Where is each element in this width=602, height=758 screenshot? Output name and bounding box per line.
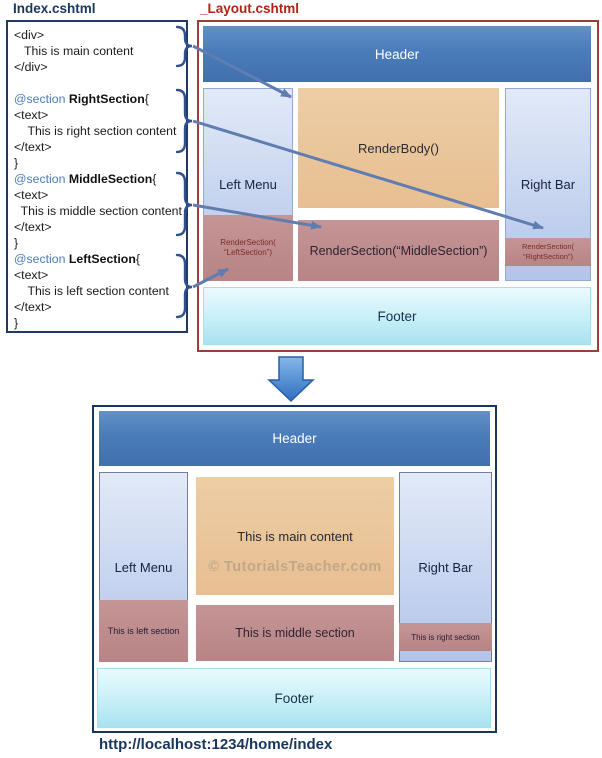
code-line-section-middle: @section MiddleSection{ xyxy=(14,171,186,187)
open-brace: { xyxy=(144,92,149,106)
result-footer-block: Footer xyxy=(97,668,491,728)
code-line: <text> xyxy=(14,188,49,202)
code-line: This is middle section content xyxy=(14,204,182,218)
code-line: This is main content xyxy=(14,44,134,58)
code-line: </div> xyxy=(14,60,48,74)
render-section-left-line2: “LeftSection”) xyxy=(223,248,273,257)
razor-keyword: @section xyxy=(14,172,69,186)
index-file-title: Index.cshtml xyxy=(13,1,96,16)
render-section-right-line2: “RightSection”) xyxy=(522,252,574,261)
layout-left-menu-block: Left Menu RenderSection( “LeftSection”) xyxy=(203,88,293,281)
razor-keyword: @section xyxy=(14,252,69,266)
code-line: } xyxy=(14,316,19,330)
result-right-bar-block: Right Bar This is right section xyxy=(399,472,492,662)
open-brace: { xyxy=(152,172,157,186)
right-bar-label: Right Bar xyxy=(520,177,576,192)
code-line-section-right: @section RightSection{ xyxy=(14,91,186,107)
layout-header-block: Header xyxy=(203,26,591,82)
watermark-text: © TutorialsTeacher.com xyxy=(208,559,382,575)
result-header-block: Header xyxy=(99,411,490,466)
down-arrow-icon xyxy=(267,356,315,403)
code-line: } xyxy=(14,156,19,170)
code-line xyxy=(14,75,186,91)
code-line: </text> xyxy=(14,300,52,314)
render-section-right-line1: RenderSection( xyxy=(521,242,575,252)
code-line: <div> xyxy=(14,28,45,42)
layout-structure-box: Header Left Menu RenderSection( “LeftSec… xyxy=(197,20,599,352)
layout-footer-block: Footer xyxy=(203,287,591,345)
result-middle-section-block: This is middle section xyxy=(196,605,394,661)
code-line: <text> xyxy=(14,268,49,282)
code-line: } xyxy=(14,236,19,250)
result-left-section-block: This is left section xyxy=(99,600,188,662)
section-name: MiddleSection xyxy=(68,172,153,186)
open-brace: { xyxy=(135,252,140,266)
layout-right-bar-block: Right Bar RenderSection( “RightSection”) xyxy=(505,88,591,281)
code-line: This is right section content xyxy=(14,124,177,138)
section-name: LeftSection xyxy=(68,252,136,266)
code-line-section-left: @section LeftSection{ xyxy=(14,251,186,267)
layout-left-section-block: RenderSection( “LeftSection”) xyxy=(203,215,293,281)
code-line: </text> xyxy=(14,140,52,154)
section-name: RightSection xyxy=(68,92,145,106)
result-page-box: Header Left Menu This is left section Th… xyxy=(92,405,497,733)
result-url: http://localhost:1234/home/index xyxy=(99,736,333,753)
layout-render-body-block: RenderBody() xyxy=(298,88,499,208)
razor-keyword: @section xyxy=(14,92,69,106)
code-line: <text> xyxy=(14,108,49,122)
index-code-box: <div> This is main content </div> @secti… xyxy=(6,20,188,333)
result-left-menu-block: Left Menu This is left section xyxy=(99,472,188,662)
layout-middle-section-block: RenderSection(“MiddleSection”) xyxy=(298,220,499,281)
code-line: This is left section content xyxy=(14,284,169,298)
right-bar-label: Right Bar xyxy=(418,559,473,575)
render-section-left-line1: RenderSection( xyxy=(220,237,276,247)
result-right-section-block: This is right section xyxy=(399,623,492,651)
result-main-content-block: This is main content xyxy=(196,477,394,595)
left-menu-label: Left Menu xyxy=(219,177,277,192)
code-line: </text> xyxy=(14,220,52,234)
layout-right-section-block: RenderSection( “RightSection”) xyxy=(505,238,591,266)
left-menu-label: Left Menu xyxy=(114,559,173,575)
layout-file-title: _Layout.cshtml xyxy=(200,1,300,16)
